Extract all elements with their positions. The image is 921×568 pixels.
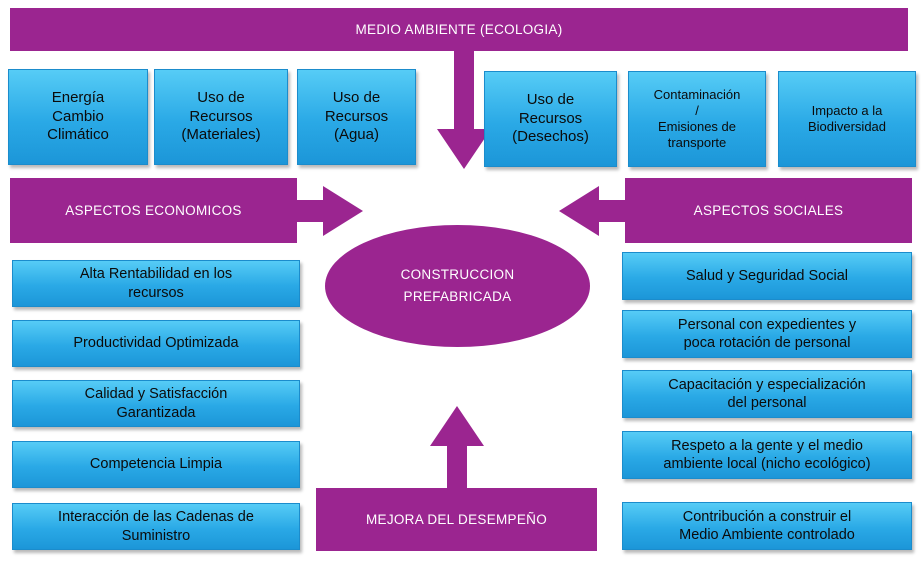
economic-aspects-header: ASPECTOS ECONOMICOS — [10, 178, 297, 243]
center-ellipse: CONSTRUCCION PREFABRICADA — [325, 225, 590, 347]
up-arrow-icon — [430, 406, 484, 488]
social-item: Salud y Seguridad Social — [622, 252, 912, 300]
economic-item: Competencia Limpia — [12, 441, 300, 488]
center-label: CONSTRUCCION PREFABRICADA — [400, 267, 515, 304]
env-box-materials: Uso de Recursos (Materiales) — [154, 69, 288, 165]
left-arrow-icon — [559, 186, 625, 236]
social-item: Personal con expedientes y poca rotación… — [622, 310, 912, 358]
social-aspects-label: ASPECTOS SOCIALES — [693, 203, 844, 218]
env-box-water: Uso de Recursos (Agua) — [297, 69, 416, 165]
env-box-energy: Energía Cambio Climático — [8, 69, 148, 165]
economic-item: Interacción de las Cadenas de Suministro — [12, 503, 300, 550]
economic-item: Calidad y Satisfacción Garantizada — [12, 380, 300, 427]
economic-item: Alta Rentabilidad en los recursos — [12, 260, 300, 307]
performance-label: MEJORA DEL DESEMPEÑO — [365, 512, 548, 527]
economic-aspects-label: ASPECTOS ECONOMICOS — [65, 203, 242, 218]
social-item: Capacitación y especialización del perso… — [622, 370, 912, 418]
environment-header: MEDIO AMBIENTE (ECOLOGIA) — [10, 8, 908, 51]
env-box-waste: Uso de Recursos (Desechos) — [484, 71, 617, 167]
social-aspects-header: ASPECTOS SOCIALES — [625, 178, 912, 243]
social-item: Respeto a la gente y el medio ambiente l… — [622, 431, 912, 479]
right-arrow-icon — [297, 186, 363, 236]
performance-box: MEJORA DEL DESEMPEÑO — [316, 488, 597, 551]
environment-header-label: MEDIO AMBIENTE (ECOLOGIA) — [355, 22, 563, 37]
economic-item: Productividad Optimizada — [12, 320, 300, 367]
env-box-pollution: Contaminación / Emisiones de transporte — [628, 71, 766, 167]
env-box-biodiversity: Impacto a la Biodiversidad — [778, 71, 916, 167]
down-arrow-icon — [437, 51, 491, 169]
social-item: Contribución a construir el Medio Ambien… — [622, 502, 912, 550]
